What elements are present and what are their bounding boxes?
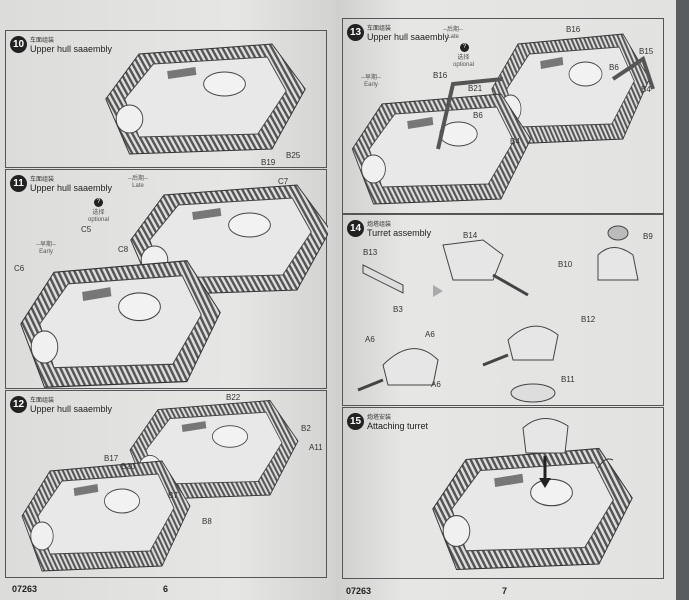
part-label: B19: [261, 158, 276, 167]
part-label: B2: [301, 424, 311, 433]
step-title-cn: 炮塔组装: [367, 222, 392, 228]
part-label: B16: [566, 25, 581, 34]
page-number: 7: [502, 586, 508, 596]
part-label: B10: [558, 260, 573, 269]
step-number: 11: [10, 175, 27, 192]
part-label: B6: [609, 63, 619, 72]
part-label: B13: [363, 248, 378, 257]
part-label: B6: [473, 111, 483, 120]
part-label: B21: [468, 84, 483, 93]
step-title-cn: 车面组装: [30, 38, 55, 44]
part-label: B7: [168, 491, 178, 500]
product-code: 07263: [346, 586, 372, 596]
part-label: A6: [365, 335, 375, 344]
product-code: 07263: [12, 584, 38, 594]
step-number: 10: [10, 36, 27, 53]
late-label: --后期--Late: [128, 176, 148, 189]
part-label: B12: [581, 315, 596, 324]
part-label: B8: [202, 517, 212, 526]
step-number: 12: [10, 396, 27, 413]
step-number: 15: [347, 413, 364, 430]
part-label: B25: [286, 151, 301, 160]
part-label: A6: [425, 330, 435, 339]
part-label: B16: [433, 71, 448, 80]
part-label: A6: [431, 380, 441, 389]
part-label: B9: [643, 232, 653, 241]
tank-hull-drawing: [20, 184, 328, 388]
part-label: B4: [641, 85, 651, 94]
part-label: B11: [561, 375, 575, 384]
optional-icon: ?: [94, 198, 103, 207]
part-label: A11: [309, 443, 323, 452]
turret-drawings: [357, 225, 639, 403]
tank-hull-drawing: [105, 43, 306, 155]
step-title-cn: 车面组装: [30, 177, 55, 183]
part-label: C7: [278, 177, 289, 186]
part-label: B15: [639, 47, 654, 56]
late-label: --后期--Late: [443, 27, 463, 40]
step-title: Turret assembly: [367, 228, 432, 238]
page-number: 6: [163, 584, 169, 594]
step-title: Upper hull saaembly: [30, 404, 113, 414]
part-label: B3: [393, 305, 403, 314]
step-number: 14: [347, 220, 364, 237]
part-label: B17: [104, 454, 119, 463]
part-label: B22: [226, 393, 241, 402]
part-label: B4: [510, 137, 520, 146]
step-title-cn: 车面组装: [30, 398, 55, 404]
step-title: Attaching turret: [367, 421, 429, 431]
step-title: Upper hull saaembly: [30, 183, 113, 193]
step-number: 13: [347, 24, 364, 41]
step-title: Upper hull saaembly: [30, 44, 113, 54]
early-label: --早期--Early: [36, 242, 56, 255]
part-label: B14: [463, 231, 478, 240]
optional-icon: ?: [460, 43, 469, 52]
part-label: B20: [121, 462, 136, 471]
step-title-cn: 炮塔安装: [367, 415, 392, 421]
part-label: C6: [14, 264, 25, 273]
step-title: Upper hull saaembly: [367, 32, 450, 42]
tank-turret-drawing: [432, 418, 633, 571]
part-label: C8: [118, 245, 129, 254]
tank-hull-drawing: [21, 400, 299, 572]
part-label: C5: [81, 225, 92, 234]
early-label: --早期--Early: [361, 75, 381, 88]
tank-hull-drawing: [351, 33, 655, 205]
step-title-cn: 车面组装: [367, 26, 392, 32]
